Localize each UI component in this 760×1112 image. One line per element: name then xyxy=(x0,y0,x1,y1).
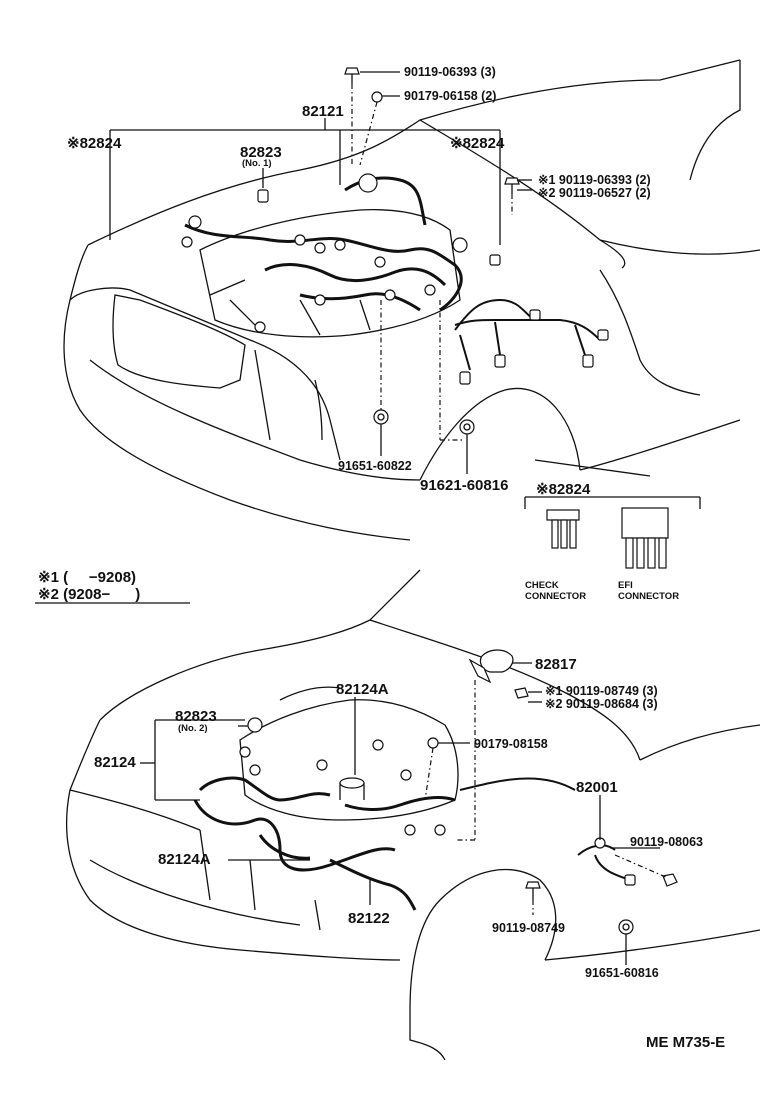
label-star1-90119-08749: ※1 90119-08749 (3) xyxy=(545,684,658,698)
label-90119-08063: 90119-08063 xyxy=(630,835,703,849)
label-90179-06158: 90179-06158 (2) xyxy=(404,89,496,103)
legend-star2: ※2 (9208− ) xyxy=(38,586,140,603)
label-91651-60822: 91651-60822 xyxy=(338,459,412,473)
label-82823-b: 82823 xyxy=(175,708,217,725)
top-leader-lines xyxy=(109,71,532,474)
efi-connector-label-line2: CONNECTOR xyxy=(618,591,679,602)
bracket-82817-icon xyxy=(468,649,514,684)
label-90179-08158: 90179-08158 xyxy=(474,737,548,751)
bolt-icon xyxy=(504,177,520,194)
clip-icon xyxy=(459,419,475,435)
label-90119-06393: 90119-06393 (3) xyxy=(404,65,496,79)
bottom-leader-lines xyxy=(140,662,669,965)
label-82824-left: ※82824 xyxy=(67,135,122,152)
legend-star1: ※1 ( −9208) xyxy=(38,569,136,586)
label-91651-60816: 91651-60816 xyxy=(585,966,659,980)
label-82824-connector: ※82824 xyxy=(536,481,591,498)
label-star2-90119-06527: ※2 90119-06527 (2) xyxy=(538,186,651,200)
label-82823-no2: (No. 2) xyxy=(178,723,208,734)
label-82122: 82122 xyxy=(348,910,390,927)
nut-icon xyxy=(427,737,439,749)
label-82824-right: ※82824 xyxy=(450,135,505,152)
label-82124A-top: 82124A xyxy=(336,681,389,698)
bolt-icon xyxy=(344,67,360,84)
clip-icon xyxy=(373,409,389,425)
label-82001: 82001 xyxy=(576,779,618,796)
check-connector-label-line1: CHECK xyxy=(525,580,559,591)
label-82823-no1: (No. 1) xyxy=(242,158,272,169)
label-82124: 82124 xyxy=(94,754,136,771)
connector-inset xyxy=(524,459,701,569)
bolt-icon xyxy=(514,687,529,699)
label-82817: 82817 xyxy=(535,656,577,673)
bottom-engine-bay-illustration xyxy=(65,569,760,1061)
bolt-icon xyxy=(525,881,541,900)
label-82823: 82823 xyxy=(240,144,282,161)
nut-icon xyxy=(371,91,383,103)
label-90119-08749: 90119-08749 xyxy=(492,921,565,935)
reference-code: ME M735-E xyxy=(646,1034,725,1051)
label-star1-90119-06393: ※1 90119-06393 (2) xyxy=(538,173,651,187)
label-91621-60816: 91621-60816 xyxy=(420,477,508,494)
efi-connector-label-line1: EFI xyxy=(618,580,633,591)
check-connector-icon xyxy=(546,509,580,549)
label-82121: 82121 xyxy=(302,103,344,120)
check-connector-label-line2: CONNECTOR xyxy=(525,591,586,602)
label-82124A-bottom: 82124A xyxy=(158,851,211,868)
wire-harness-82121 xyxy=(184,223,463,312)
top-engine-bay-illustration xyxy=(63,59,760,541)
bolt-icon xyxy=(662,873,678,887)
efi-connector-icon xyxy=(621,507,669,569)
part-labels: 90119-06393 (3) 90179-06158 (2) 82121 ※8… xyxy=(38,65,725,1051)
label-star2-90119-08684: ※2 90119-08684 (3) xyxy=(545,697,658,711)
wire-harness-82124 xyxy=(198,776,331,802)
clip-icon xyxy=(618,919,634,935)
